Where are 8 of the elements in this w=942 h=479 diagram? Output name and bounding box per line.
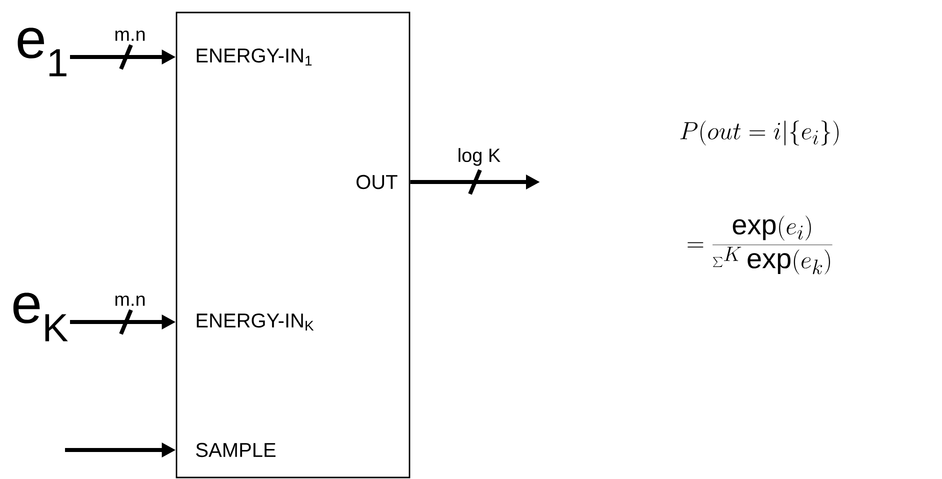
edge-label: m.n [115, 30, 145, 41]
edge-label: m.n [115, 296, 145, 306]
block-box: ENERGY-IN$_{1}$ OUT ENERGY-IN$_{K}$ SAMPLE [176, 12, 410, 478]
formula: $P(out = i|\{e_i\})$ [680, 120, 839, 146]
input-symbol: e$_{K}$ [13, 292, 68, 342]
formula: $= \frac{\exp(e_i)}{\sum^K \exp(e_k)}$ [688, 216, 832, 274]
input-symbol: e$_{1}$ [18, 28, 66, 76]
edge-label: log K [458, 148, 500, 166]
